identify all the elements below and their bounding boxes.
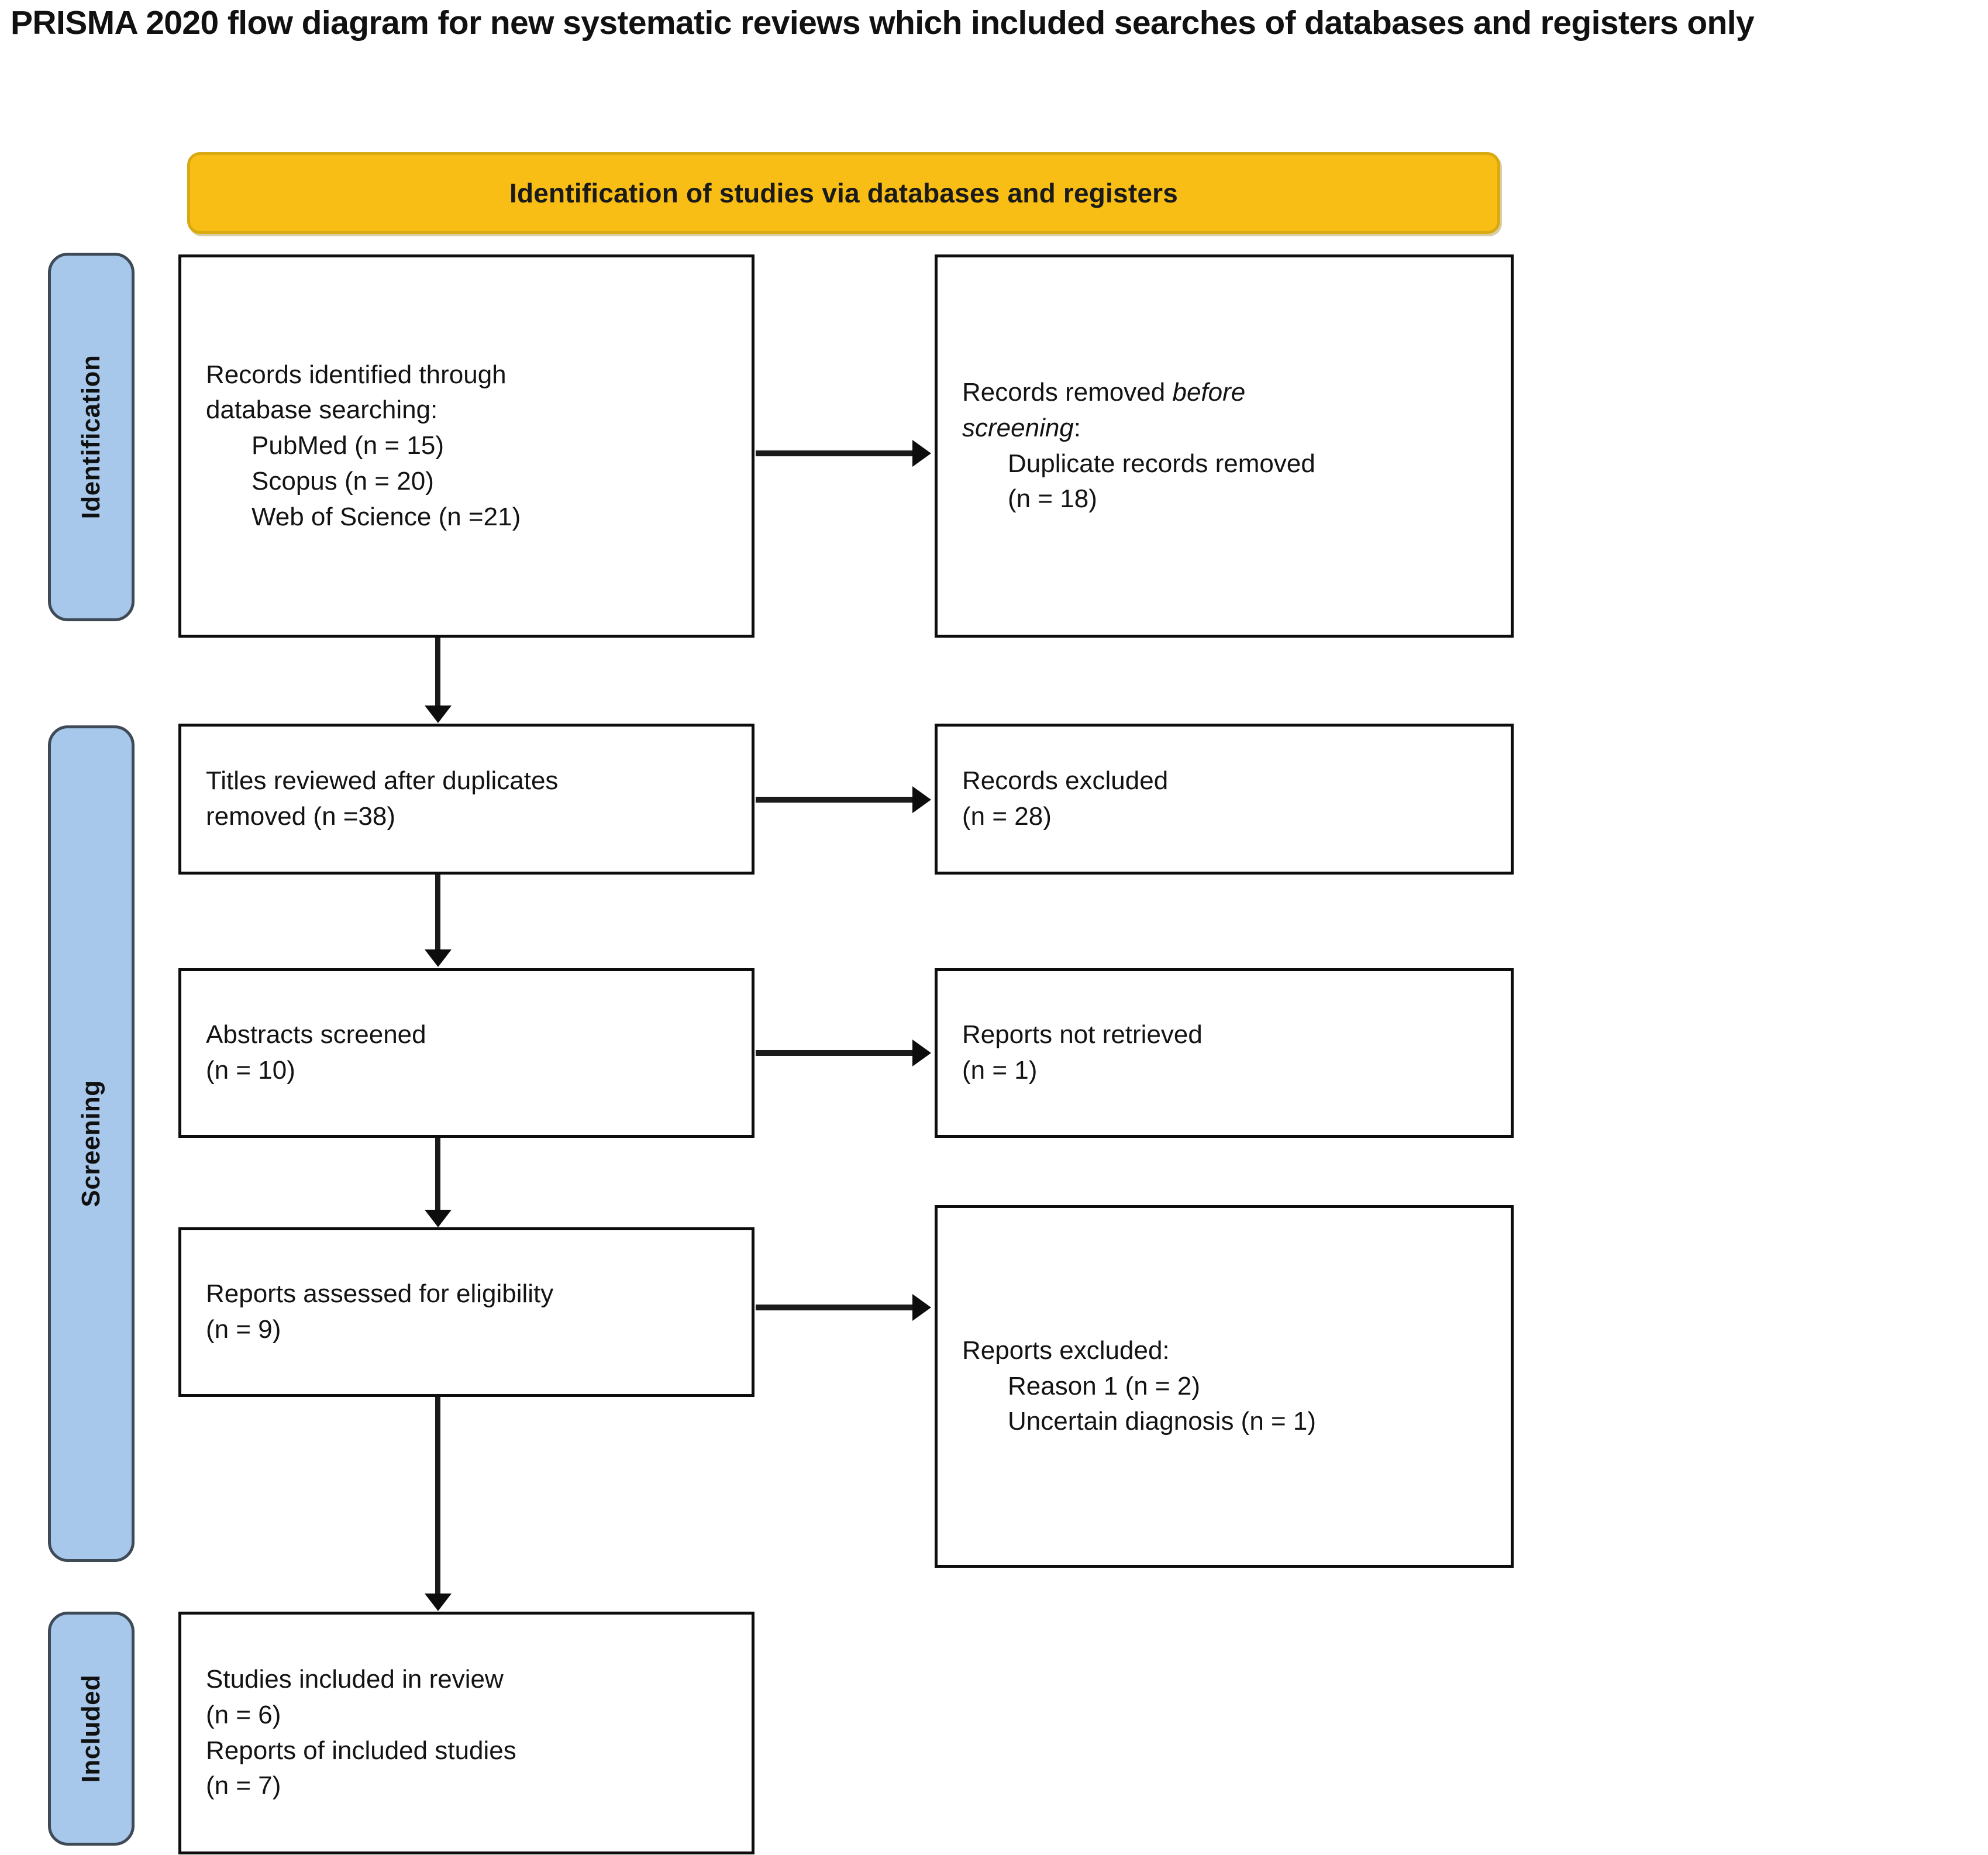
records-identified-wos: Web of Science (n =21) xyxy=(251,502,521,531)
records-identified-line-1: Records identified through xyxy=(206,360,507,389)
box-reports-assessed: Reports assessed for eligibility (n = 9) xyxy=(178,1227,754,1397)
arrow-identified-to-titles xyxy=(435,638,440,707)
box-reports-excluded: Reports excluded: Reason 1 (n = 2) Uncer… xyxy=(935,1205,1514,1568)
stage-label-screening: Screening xyxy=(77,1080,105,1207)
stage-label-included: Included xyxy=(77,1674,105,1783)
stage-bar-included: Included xyxy=(48,1612,135,1846)
records-removed-text-1: Records removed xyxy=(962,378,1173,407)
studies-included-line-3: Reports of included studies xyxy=(206,1736,516,1765)
reports-excluded-reason-1: Reason 1 (n = 2) xyxy=(1008,1371,1200,1400)
box-studies-included: Studies included in review (n = 6) Repor… xyxy=(178,1612,754,1854)
arrow-assessed-to-included xyxy=(435,1397,440,1595)
studies-included-line-1: Studies included in review xyxy=(206,1665,504,1694)
page-title: PRISMA 2020 flow diagram for new systema… xyxy=(11,4,1755,42)
records-identified-scopus: Scopus (n = 20) xyxy=(251,466,434,495)
arrow-abstracts-to-not-retrieved xyxy=(756,1050,914,1056)
reports-assessed-line-2: (n = 9) xyxy=(206,1315,281,1344)
records-removed-emph-before: before xyxy=(1172,378,1246,407)
stage-bar-screening: Screening xyxy=(48,725,135,1562)
reports-not-retrieved-line-2: (n = 1) xyxy=(962,1056,1038,1085)
records-removed-colon: : xyxy=(1073,413,1081,442)
abstracts-screened-line-2: (n = 10) xyxy=(206,1056,295,1085)
records-excluded-line-2: (n = 28) xyxy=(962,802,1052,831)
arrow-assessed-to-reports-excluded xyxy=(756,1305,914,1310)
studies-included-line-2: (n = 6) xyxy=(206,1700,281,1729)
records-identified-pubmed: PubMed (n = 15) xyxy=(251,431,444,460)
records-removed-line-2: screening: xyxy=(962,411,1486,446)
identification-banner: Identification of studies via databases … xyxy=(187,152,1500,234)
arrow-abstracts-to-assessed xyxy=(435,1138,440,1211)
box-records-identified: Records identified through database sear… xyxy=(178,254,754,638)
arrow-titles-to-excluded xyxy=(756,797,914,803)
records-removed-duplicates-n: (n = 18) xyxy=(1008,484,1097,514)
titles-reviewed-line-2: removed (n =38) xyxy=(206,802,396,831)
records-identified-line-2: database searching: xyxy=(206,395,438,425)
box-abstracts-screened: Abstracts screened (n = 10) xyxy=(178,968,754,1138)
box-titles-reviewed: Titles reviewed after duplicates removed… xyxy=(178,724,754,875)
box-records-excluded: Records excluded (n = 28) xyxy=(935,724,1514,875)
identification-banner-label: Identification of studies via databases … xyxy=(509,178,1179,208)
records-removed-emph-screening: screening xyxy=(962,413,1074,442)
reports-excluded-line-1: Reports excluded: xyxy=(962,1336,1170,1365)
titles-reviewed-line-1: Titles reviewed after duplicates xyxy=(206,766,559,796)
records-removed-line-1: Records removed before xyxy=(962,375,1486,411)
stage-bar-identification: Identification xyxy=(48,253,135,621)
studies-included-line-4: (n = 7) xyxy=(206,1771,281,1801)
box-records-removed: Records removed before screening: Duplic… xyxy=(935,254,1514,638)
reports-excluded-reason-2: Uncertain diagnosis (n = 1) xyxy=(1008,1407,1317,1436)
records-removed-duplicates: Duplicate records removed xyxy=(1008,449,1315,478)
box-reports-not-retrieved: Reports not retrieved (n = 1) xyxy=(935,968,1514,1138)
reports-not-retrieved-line-1: Reports not retrieved xyxy=(962,1020,1203,1049)
arrow-titles-to-abstracts xyxy=(435,875,440,951)
arrow-identified-to-removed xyxy=(756,450,914,456)
stage-label-identification: Identification xyxy=(77,355,105,519)
reports-assessed-line-1: Reports assessed for eligibility xyxy=(206,1279,554,1309)
records-excluded-line-1: Records excluded xyxy=(962,766,1169,796)
abstracts-screened-line-1: Abstracts screened xyxy=(206,1020,426,1049)
